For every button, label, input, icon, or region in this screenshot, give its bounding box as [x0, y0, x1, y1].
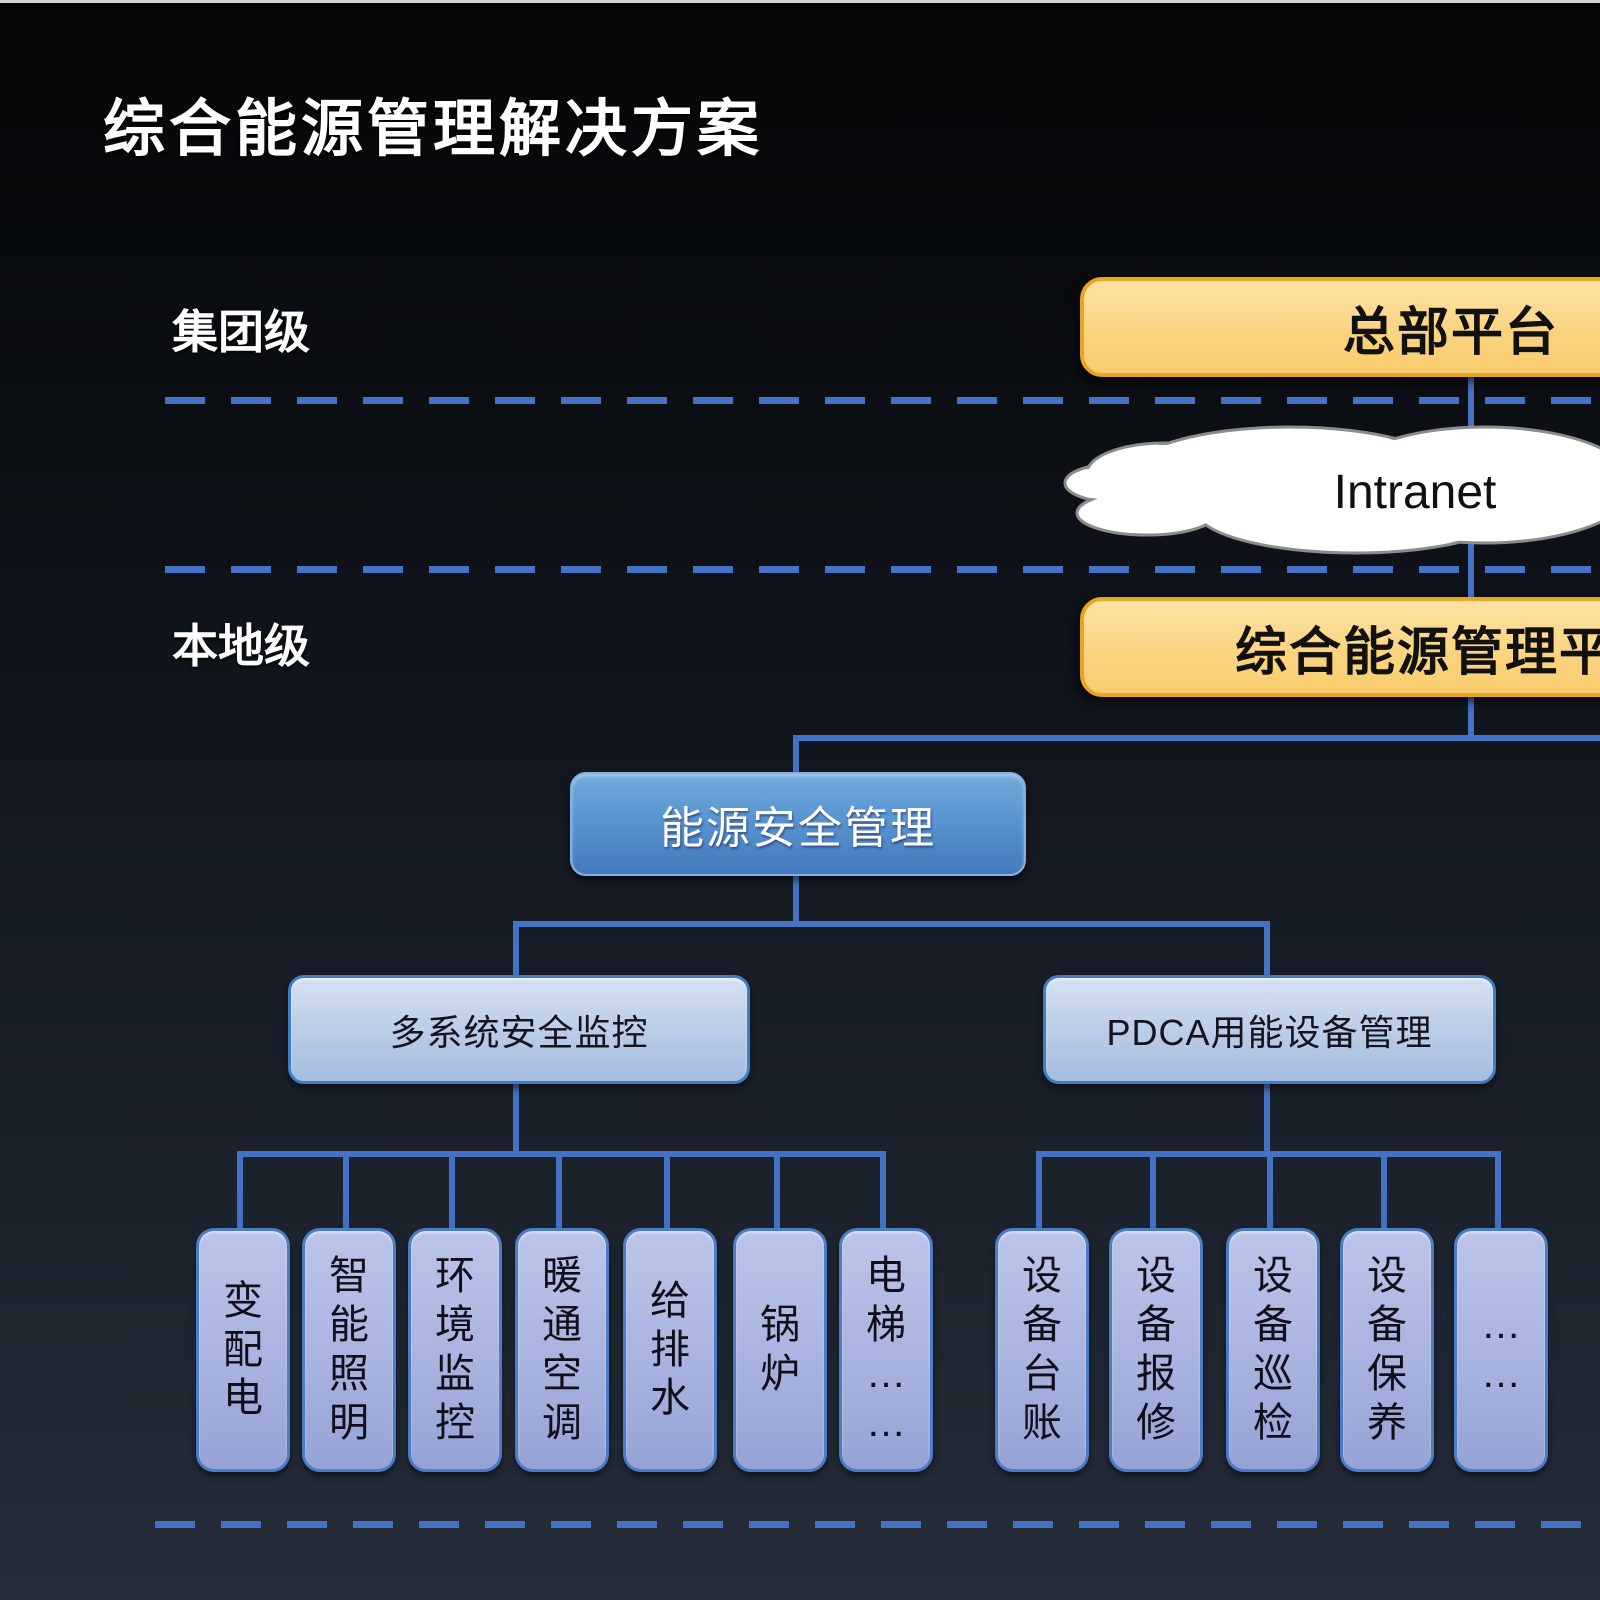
child-box-hvac: 暖通空调	[515, 1228, 609, 1472]
connector-drop	[774, 1151, 780, 1230]
child-box-elevator-etc: 电梯……	[839, 1228, 933, 1472]
connector-left-feed	[513, 1076, 519, 1156]
connector-local-down	[1468, 688, 1474, 740]
local-level-label: 本地级	[172, 620, 310, 672]
intranet-label: Intranet	[1334, 466, 1497, 519]
energy-safety-box: 能源安全管理	[570, 772, 1026, 876]
pdca-equipment-label: PDCA用能设备管理	[1106, 1011, 1433, 1053]
connector-drop	[1381, 1151, 1387, 1230]
multi-system-monitor-label: 多系统安全监控	[389, 1011, 649, 1053]
divider-dashed-middle	[165, 566, 1600, 573]
child-box-more-etc: ……	[1454, 1228, 1548, 1472]
energy-safety-label: 能源安全管理	[660, 804, 936, 853]
local-platform-label: 综合能源管理平台	[1234, 623, 1600, 682]
child-box-water-supply: 给排水	[623, 1228, 717, 1472]
connector-branch-right-drop	[1264, 921, 1270, 979]
connector-drop	[449, 1151, 455, 1230]
child-box-equipment-repair: 设备报修	[1109, 1228, 1203, 1472]
child-box-power-distribution: 变配电	[196, 1228, 290, 1472]
slide-top-edge	[0, 0, 1600, 3]
divider-dashed-bottom	[155, 1521, 1600, 1528]
child-box-smart-lighting: 智能照明	[302, 1228, 396, 1472]
connector-drop	[880, 1151, 886, 1230]
child-box-boiler: 锅炉	[733, 1228, 827, 1472]
connector-drop	[1495, 1151, 1501, 1230]
hq-platform-label: 总部平台	[1342, 303, 1559, 362]
connector-drop	[1267, 1151, 1273, 1230]
connector-branch-bus	[513, 921, 1270, 927]
connector-drop	[343, 1151, 349, 1230]
local-platform-box: 综合能源管理平台	[1080, 597, 1600, 697]
cloud-icon: Intranet	[1063, 425, 1600, 555]
connector-drop	[556, 1151, 562, 1230]
connector-to-root	[793, 735, 799, 775]
connector-right-feed	[1264, 1076, 1270, 1156]
divider-dashed-top	[165, 397, 1600, 404]
connector-drop	[1036, 1151, 1042, 1230]
pdca-equipment-box: PDCA用能设备管理	[1043, 975, 1496, 1084]
child-box-equipment-inspection: 设备巡检	[1226, 1228, 1320, 1472]
group-level-label: 集团级	[172, 306, 310, 358]
connector-branch-left-drop	[513, 921, 519, 979]
connector-platform-bus	[793, 735, 1600, 741]
child-box-equipment-ledger: 设备台账	[995, 1228, 1089, 1472]
hq-platform-box: 总部平台	[1080, 277, 1600, 377]
intranet-cloud: Intranet	[1055, 413, 1600, 563]
connector-drop	[237, 1151, 243, 1230]
multi-system-monitor-box: 多系统安全监控	[288, 975, 750, 1084]
connector-root-down	[793, 870, 799, 926]
connector-drop	[1150, 1151, 1156, 1230]
child-box-environment-monitor: 环境监控	[408, 1228, 502, 1472]
slide-title: 综合能源管理解决方案	[103, 95, 764, 164]
connector-drop	[664, 1151, 670, 1230]
child-box-equipment-maintenance: 设备保养	[1340, 1228, 1434, 1472]
